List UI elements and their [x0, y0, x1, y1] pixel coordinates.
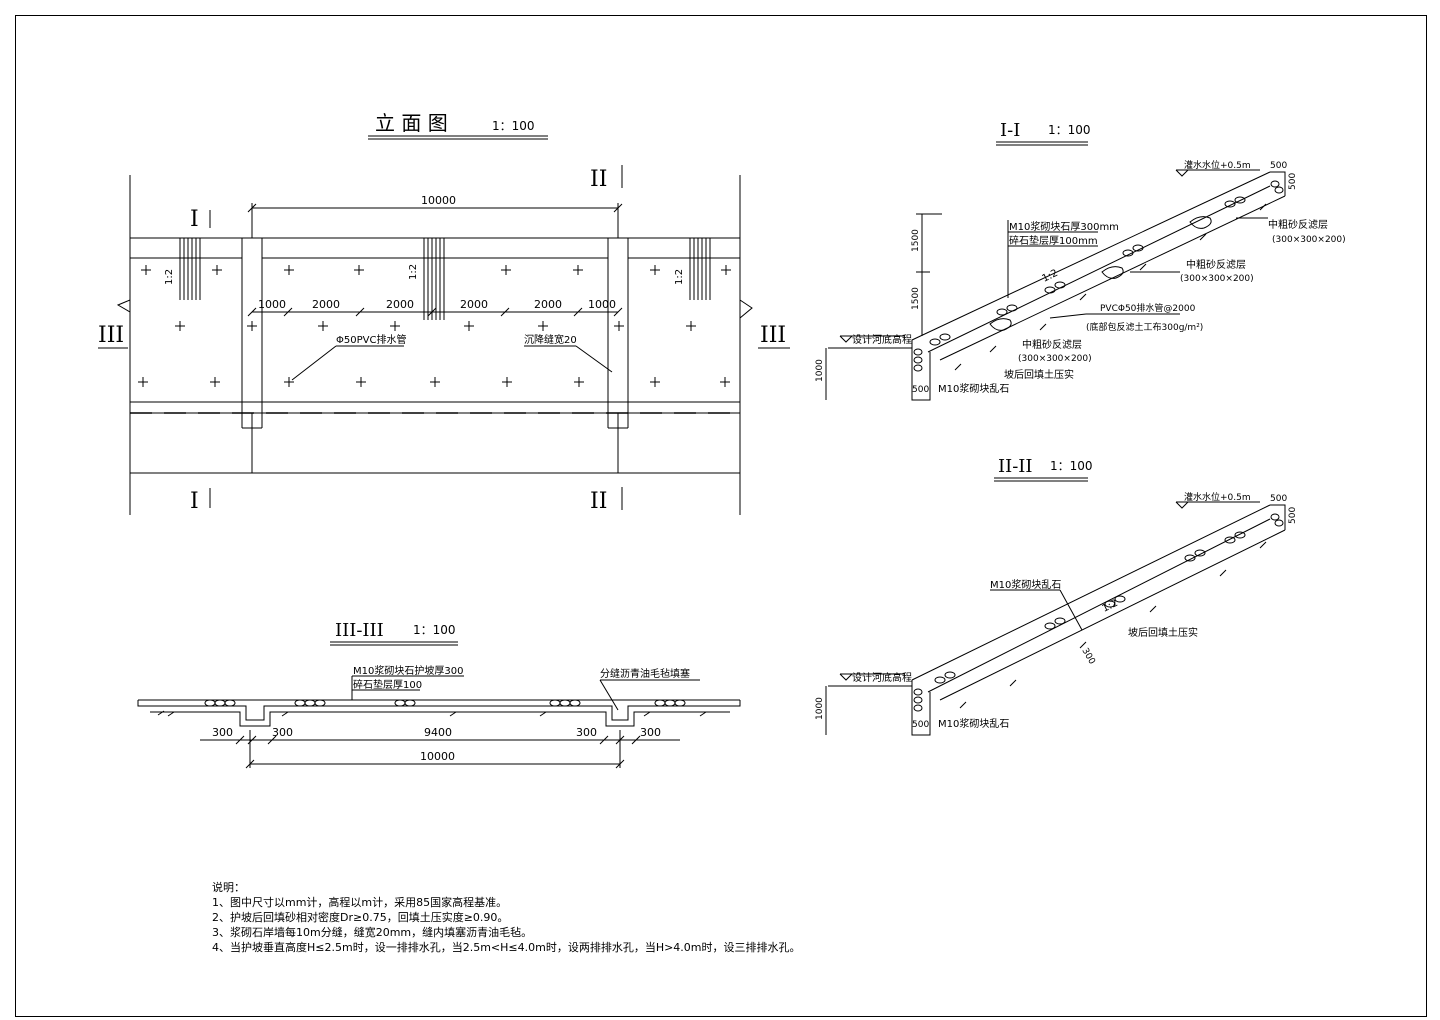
section33-dim-total: 10000	[420, 750, 455, 763]
section11-label-gravel: 碎石垫层厚100mm	[1009, 234, 1098, 247]
section33-dim-300d: 300	[640, 726, 661, 739]
section33-dim-9400: 9400	[424, 726, 452, 739]
section11-backfill: 坡后回填土压实	[1004, 368, 1074, 381]
dim-2000-c: 2000	[460, 298, 488, 311]
dim-total-elevation: 10000	[421, 194, 456, 207]
section11-filter-low: 中粗砂反滤层	[1022, 338, 1082, 351]
section11-dim-1000: 1000	[815, 359, 825, 382]
section11-dim-1500b: 1500	[911, 287, 921, 310]
stones-3-3	[204, 699, 686, 707]
notes-block: 说明： 1、图中尺寸以mm计，高程以m计，采用85国家高程基准。 2、护坡后回填…	[212, 880, 801, 955]
elevation-joint-label: 沉降缝宽20	[524, 333, 577, 346]
dim-2000-d: 2000	[534, 298, 562, 311]
section11-filter-low-dim: (300×300×200)	[1018, 354, 1092, 364]
section22-dim-top: 500	[1270, 494, 1287, 504]
dim-2000-a: 2000	[312, 298, 340, 311]
slope-label-3: 1:2	[674, 269, 685, 285]
section33-dim-300a: 300	[212, 726, 233, 739]
note-item-2: 2、护坡后回填砂相对密度Dr≥0.75，回填土压实度≥0.90。	[212, 911, 509, 924]
section22-dim-thk: 300	[1079, 647, 1096, 667]
section33-dim-300b: 300	[272, 726, 293, 739]
section-mark-1-top: I	[190, 207, 199, 232]
pipe-bundles	[179, 238, 711, 320]
section22-water-level: 灌水水位+0.5m	[1184, 491, 1251, 503]
slope-label-1: 1:2	[164, 269, 175, 285]
pipe-spacing-ticks	[247, 307, 623, 317]
section33-dim-300c: 300	[576, 726, 597, 739]
section-mark-2-top: II	[590, 167, 607, 192]
section11-scale: 1：100	[1048, 123, 1091, 137]
note-item-3: 3、浆砌石岸墙每10m分缝，缝宽20mm，缝内填塞沥青油毛毡。	[212, 926, 533, 939]
dim-1000-left: 1000	[258, 298, 286, 311]
notes-heading: 说明：	[212, 881, 245, 894]
section22-dim-1000: 1000	[815, 697, 825, 720]
section11-filter-mid-dim: (300×300×200)	[1180, 274, 1254, 284]
section11-pipe-label: PVCΦ50排水管@2000	[1100, 302, 1196, 314]
section22-bottom-elev: 设计河底高程	[852, 671, 912, 684]
section22-label-rock: M10浆砌块乱石	[990, 578, 1061, 591]
section33-scale: 1：100	[413, 623, 456, 637]
section-mark-3-right: III	[760, 323, 786, 348]
section11-toe-label: M10浆砌块乱石	[938, 382, 1009, 395]
section11-dim-side: 500	[1288, 173, 1298, 190]
elevation-scale: 1：100	[492, 119, 535, 133]
section-2-2: II-II 1：100 灌水水位+0.5m 500 500 M10浆砌块乱石 1…	[815, 456, 1298, 736]
elevation-title: 立 面 图	[375, 111, 448, 135]
stones-1-1	[913, 180, 1284, 372]
section22-dim-side: 500	[1288, 507, 1298, 524]
dim-2000-b: 2000	[386, 298, 414, 311]
section-3-3: III-III 1：100 M10浆砌块石护坡厚300 碎石垫层厚100 分缝沥…	[137, 620, 741, 769]
note-item-4: 4、当护坡垂直高度H≤2.5m时，设一排排水孔，当2.5m<H≤4.0m时，设两…	[212, 941, 801, 954]
section11-filter-top-dim: (300×300×200)	[1272, 235, 1346, 245]
section22-dim-500: 500	[912, 720, 929, 730]
section11-pipe-note: (底部包反滤土工布300g/m²)	[1086, 321, 1203, 333]
stones-2-2	[913, 513, 1284, 712]
section33-label-rock: M10浆砌块石护坡厚300	[353, 664, 463, 677]
section33-label-gravel: 碎石垫层厚100	[353, 678, 422, 691]
section-mark-1-bottom: I	[190, 489, 199, 514]
section22-slope: 1:2	[1100, 598, 1119, 615]
drain-hole-markers	[138, 265, 731, 387]
section11-filter-top: 中粗砂反滤层	[1268, 218, 1328, 231]
section33-title: III-III	[335, 620, 384, 641]
section11-water-level: 灌水水位+0.5m	[1184, 159, 1251, 171]
section11-bottom-elev: 设计河底高程	[852, 333, 912, 346]
section11-dim-1500a: 1500	[911, 229, 921, 252]
elevation-view: 立 面 图 1：100	[98, 111, 790, 515]
section-1-1: I-I 1：100 灌水水位+0.5m 500 500	[815, 120, 1346, 401]
dim-1000-right: 1000	[588, 298, 616, 311]
section11-dim-top: 500	[1270, 161, 1287, 171]
section22-toe-label: M10浆砌块乱石	[938, 717, 1009, 730]
section-mark-3-left: III	[98, 323, 124, 348]
section22-title: II-II	[998, 456, 1033, 477]
section11-label-rock: M10浆砌块石厚300mm	[1009, 220, 1119, 233]
drawing-frame	[15, 15, 1427, 1017]
section11-dim-500: 500	[912, 385, 929, 395]
slope-label-2: 1:2	[408, 264, 419, 280]
elevation-pipe-label: Φ50PVC排水管	[336, 333, 406, 346]
section33-dim-ticks	[235, 735, 641, 745]
section11-filter-mid: 中粗砂反滤层	[1186, 258, 1246, 271]
section22-scale: 1：100	[1050, 459, 1093, 473]
section11-title: I-I	[1000, 120, 1020, 141]
note-item-1: 1、图中尺寸以mm计，高程以m计，采用85国家高程基准。	[212, 896, 508, 909]
section22-backfill: 坡后回填土压实	[1128, 626, 1198, 639]
section33-label-joint: 分缝沥青油毛毡填塞	[600, 667, 690, 680]
section-mark-2-bottom: II	[590, 489, 607, 514]
